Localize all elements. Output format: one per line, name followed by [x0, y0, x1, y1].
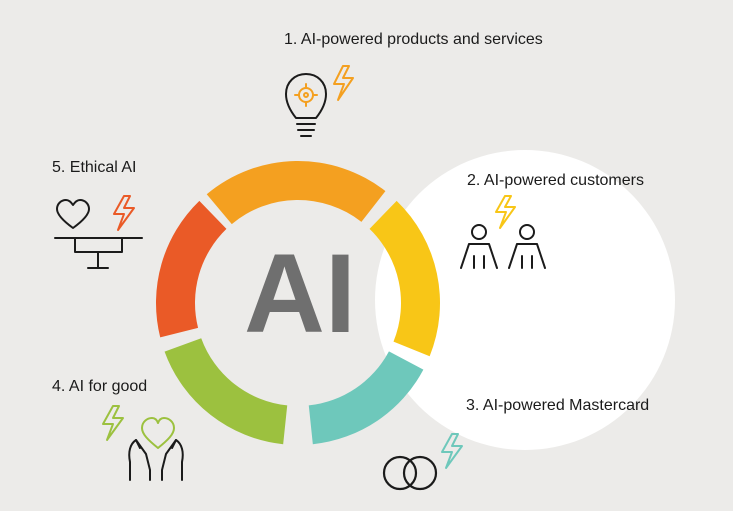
pillar-label-products: 1. AI-powered products and services	[284, 31, 543, 48]
ring-segment-customers	[369, 200, 440, 357]
lightning-icon	[113, 195, 135, 231]
mastercard-circles-icon	[382, 455, 438, 491]
lightning-icon	[333, 65, 354, 101]
ring-segment-products	[206, 161, 386, 225]
lightning-icon	[102, 405, 124, 441]
center-ai-label: AI	[244, 231, 356, 356]
pillar-label-mastercard: 3. AI-powered Mastercard	[466, 397, 650, 414]
people-icon	[460, 224, 546, 269]
lightbulb-gear-icon	[285, 73, 327, 137]
lightning-icon	[495, 195, 516, 229]
heart-icon	[141, 417, 175, 449]
ai-ring	[156, 161, 440, 445]
pillar-label-ethical-ai: 5. Ethical AI	[52, 159, 137, 176]
ring-segment-mastercard	[308, 351, 424, 445]
scale-heart-icon	[54, 199, 143, 269]
highlight-circle	[375, 150, 675, 450]
ring-segment-ethical-ai	[156, 200, 227, 338]
hands-heart-icon	[128, 439, 184, 481]
lightning-icon	[441, 433, 463, 469]
pillar-label-customers: 2. AI-powered customers	[467, 172, 644, 189]
pillar-label-ai-for-good: 4. AI for good	[52, 378, 148, 395]
ring-segment-ai-for-good	[164, 338, 288, 445]
